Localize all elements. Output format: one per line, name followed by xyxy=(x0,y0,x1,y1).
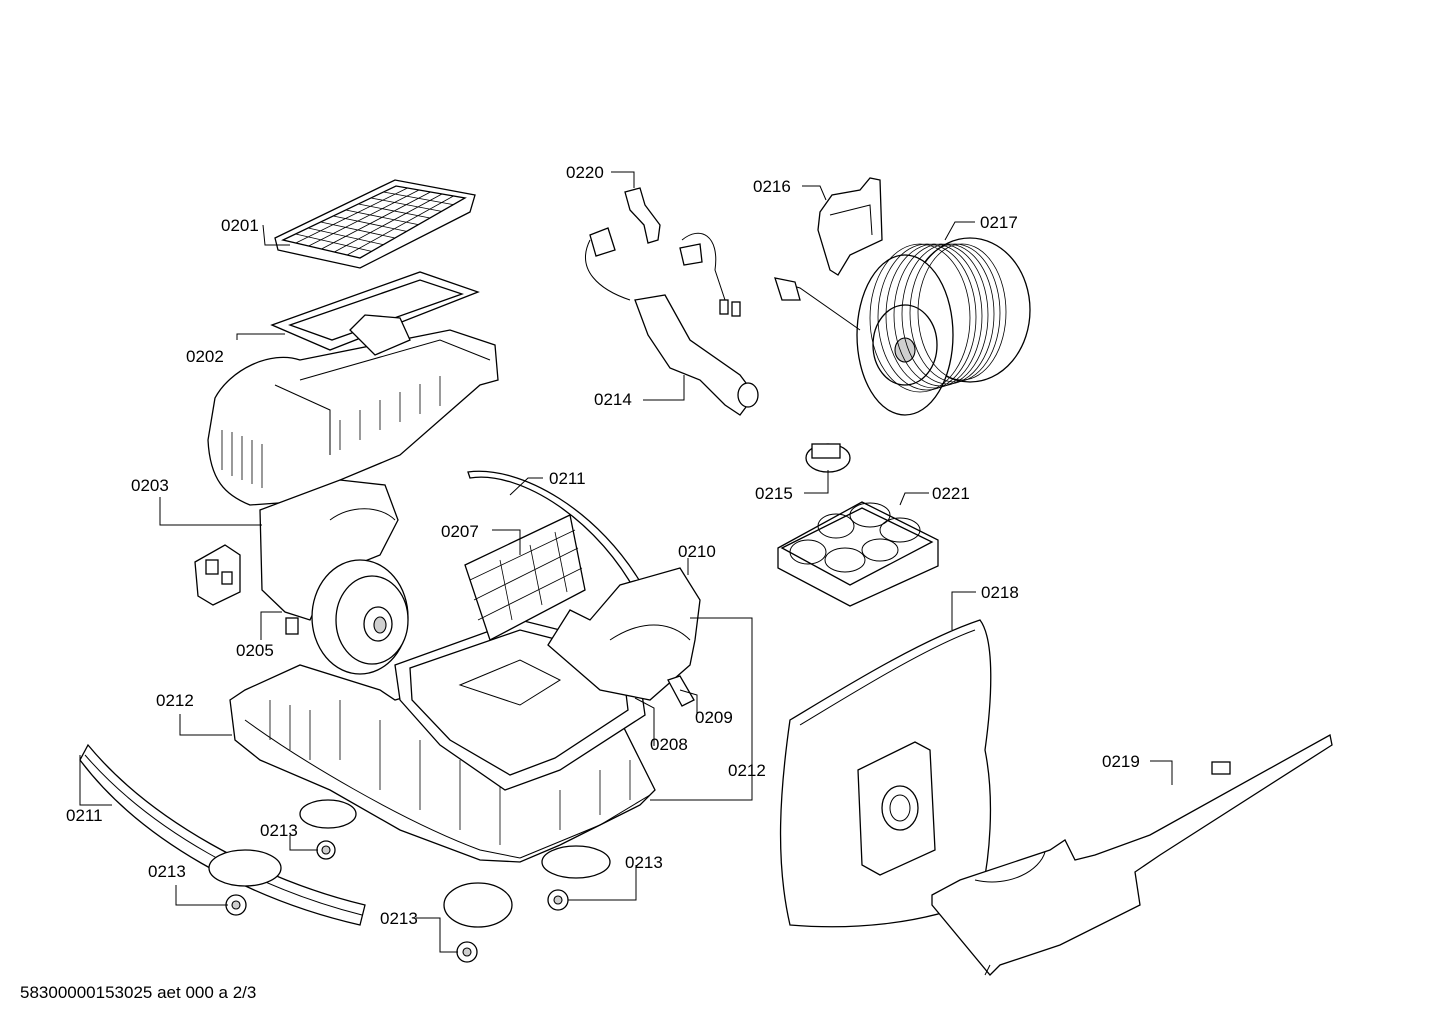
callout-0203: 0203 xyxy=(131,476,169,495)
part-0203-housing-upper xyxy=(207,314,499,506)
callout-0214: 0214 xyxy=(594,390,632,409)
callout-0212-left: 0212 xyxy=(156,691,194,710)
callout-0208: 0208 xyxy=(650,735,688,754)
callout-0217: 0217 xyxy=(980,213,1018,232)
callout-0205: 0205 xyxy=(236,641,274,660)
callout-0213-d: 0213 xyxy=(625,853,663,872)
callout-0210: 0210 xyxy=(678,542,716,561)
callout-0209: 0209 xyxy=(695,708,733,727)
callout-0221: 0221 xyxy=(932,484,970,503)
part-0207-grille-flap xyxy=(464,514,586,641)
callout-0202: 0202 xyxy=(186,347,224,366)
part-0202-filter-frame xyxy=(270,271,480,351)
callout-0207: 0207 xyxy=(441,522,479,541)
part-0211-bumper-left xyxy=(79,743,366,926)
part-0214-circuit-wiring xyxy=(585,227,759,416)
callout-0215: 0215 xyxy=(755,484,793,503)
part-0215-switch xyxy=(805,443,851,473)
leader-lines xyxy=(79,171,1173,953)
part-0213-casters xyxy=(208,799,611,963)
part-0220-clip xyxy=(624,187,661,244)
part-0218-dust-bag xyxy=(779,619,992,928)
callout-0213-b: 0213 xyxy=(148,862,186,881)
part-0219-insert xyxy=(931,733,1333,976)
part-0210-lid xyxy=(547,567,701,701)
part-0217-cable-reel xyxy=(774,237,1031,416)
callout-0219: 0219 xyxy=(1102,752,1140,771)
document-id: 58300000153025 aet 000 a 2/3 xyxy=(20,983,256,1002)
part-bracket xyxy=(194,544,241,606)
callout-0220: 0220 xyxy=(566,163,604,182)
callout-0218: 0218 xyxy=(981,583,1019,602)
part-0209-latch xyxy=(667,675,695,707)
callout-0211-left: 0211 xyxy=(66,806,103,825)
part-0216-cover xyxy=(817,177,883,276)
callout-0211-top: 0211 xyxy=(549,469,586,488)
callout-0212-right: 0212 xyxy=(728,761,766,780)
callout-0216: 0216 xyxy=(753,177,791,196)
callout-0213-a: 0213 xyxy=(260,821,298,840)
part-0205-motor-housing xyxy=(259,479,409,675)
part-0221-filter-tray xyxy=(777,501,939,607)
callout-0201: 0201 xyxy=(221,216,259,235)
callout-0213-c: 0213 xyxy=(380,909,418,928)
part-0201-filter-grid xyxy=(274,179,476,269)
callout-labels: 0201 0202 0203 0205 0207 0208 0209 0210 … xyxy=(66,163,1140,928)
